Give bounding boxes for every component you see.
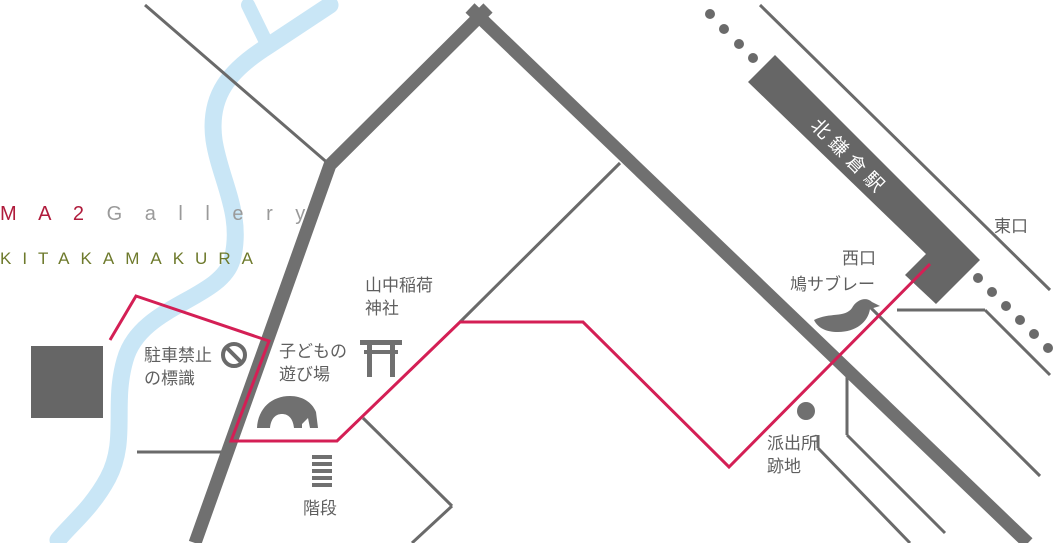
- stairs-icon: [312, 455, 332, 487]
- station-name: 北鎌倉駅: [806, 115, 892, 201]
- inari-label-1: 山中稲荷: [365, 276, 433, 296]
- river: [49, 0, 339, 543]
- inari-label-2: 神社: [365, 299, 399, 319]
- playground-label-2: 遊び場: [279, 365, 330, 385]
- dove-icon: [814, 299, 880, 332]
- elephant-slide-icon: [257, 396, 318, 428]
- railway-dots: [705, 9, 1053, 353]
- brand-title: M A 2 G a l l e r y: [0, 203, 314, 225]
- nishiguchi-label: 西口: [842, 249, 876, 269]
- brand-subtitle: KITAKAMAKURA: [0, 249, 264, 268]
- hato-label: 鳩サブレー: [790, 274, 875, 295]
- minor-roads: [137, 3, 1052, 543]
- no-parking-icon: [221, 342, 247, 368]
- kaidan-label: 階段: [303, 499, 337, 519]
- higashiguchi-label: 東口: [994, 217, 1028, 237]
- koban-label-2: 跡地: [767, 457, 801, 477]
- walking-route: [108, 262, 932, 470]
- playground-label-1: 子どもの: [279, 342, 347, 362]
- koban-dot-icon: [797, 402, 815, 420]
- no-parking-label-2: の標識: [144, 369, 195, 389]
- torii-icon: [360, 340, 402, 377]
- koban-label-1: 派出所: [767, 434, 818, 454]
- no-parking-label-1: 駐車禁止: [144, 346, 212, 366]
- gallery-marker-icon[interactable]: [31, 346, 103, 418]
